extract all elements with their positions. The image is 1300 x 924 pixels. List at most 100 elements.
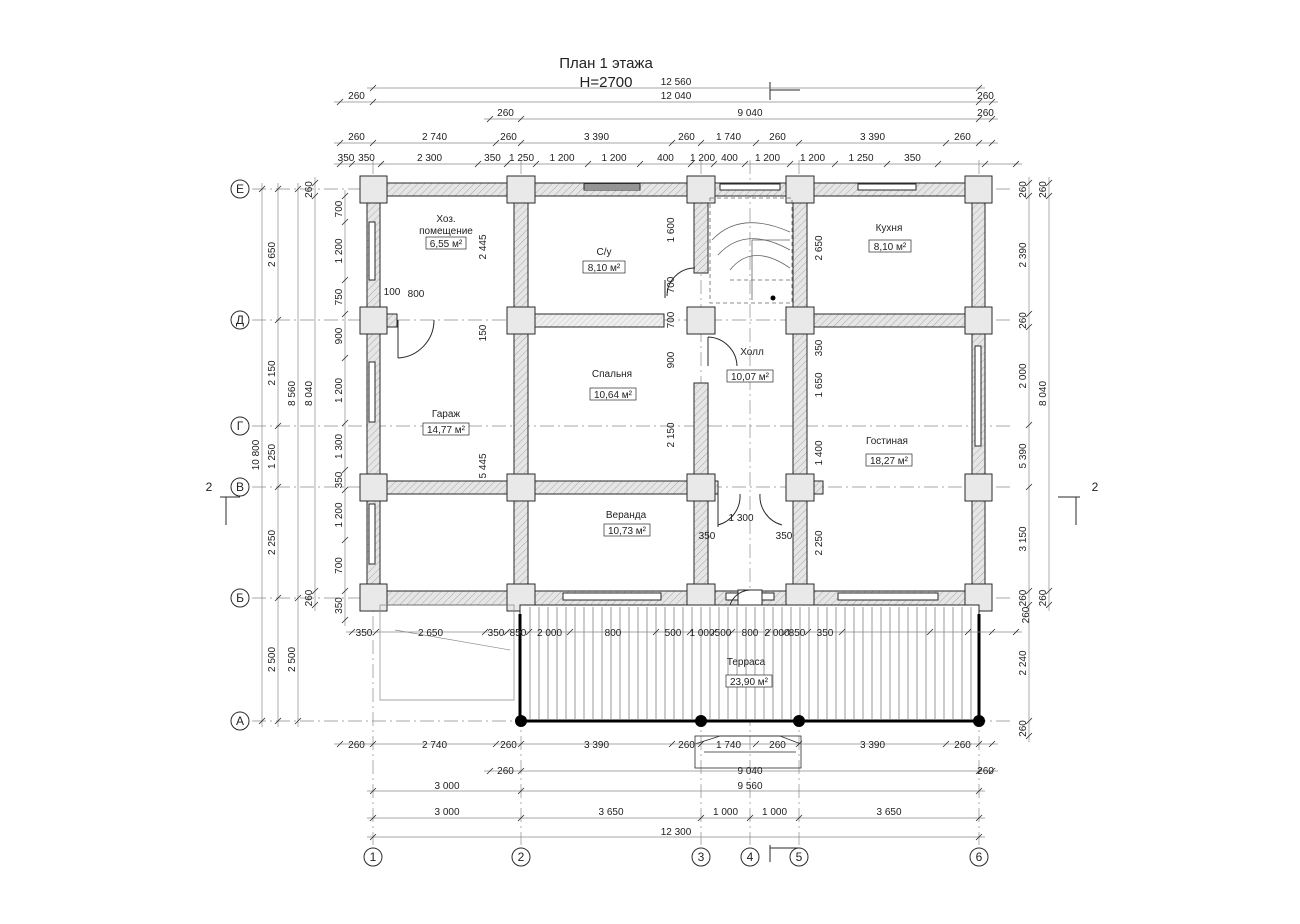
left-row4-dim-0: 260 [304,181,315,198]
left-row2-dim-0: 2 650 [267,242,278,267]
top-row4-dim-0: 260 [348,132,365,143]
inner-dim-11: 1 400 [814,440,825,465]
left-row2-dim-3: 2 250 [267,530,278,555]
top-row1-dim-0: 12 560 [661,77,692,88]
top-row2-dim-0: 260 [348,91,365,102]
room-area-utility: 6,55 м² [430,239,463,250]
right-row1-dim-4: 5 390 [1018,443,1029,468]
bottom-row1-dim-0: 260 [348,740,365,751]
top-row4-dim-3: 3 390 [584,132,609,143]
bottom-row4-dim-1: 3 650 [598,807,623,818]
inner-dim-15: 1 300 [728,513,753,524]
inner-dim-18: 260 [1021,606,1032,623]
section-mark-right: 2 [1092,480,1099,494]
right-row1-dim-1: 2 390 [1018,242,1029,267]
axis-label-G: Г [237,419,244,433]
inner-dim-9: 350 [814,339,825,356]
terrace-row-dim-2: 350 [488,628,505,639]
top-row5-dim-9: 400 [721,153,738,164]
left-row5-dim-5: 1 300 [334,434,345,459]
room-area-terrace: 23,90 м² [730,677,769,688]
terrace-row-dim-7: 1 000 [689,628,714,639]
terrace-row-dim-6: 500 [665,628,682,639]
left-row5-dim-8: 700 [334,557,345,574]
staircase [709,197,793,304]
top-row3-dim-1: 9 040 [737,108,762,119]
axis-label-E: Е [236,182,244,196]
axis-label-6: 6 [976,850,983,864]
inner-dim-7: 2 150 [666,422,677,447]
terrace-row-dim-5: 800 [605,628,622,639]
top-row5-dim-8: 1 200 [690,153,715,164]
top-row4-dim-4: 260 [678,132,695,143]
plan-height: H=2700 [580,74,633,91]
right-row1-dim-6: 260 [1018,589,1029,606]
room-area-bathroom: 8,10 м² [588,263,621,274]
top-row5-dim-1: 350 [358,153,375,164]
axis-bubble-2: 2 [511,847,531,867]
bottom-row3-dim-1: 9 560 [737,781,762,792]
top-row4-dim-1: 2 740 [422,132,447,143]
room-name-utility: Хоз. [436,214,455,225]
axis-label-A: А [236,714,244,728]
axis-bubble-B: Б [230,588,250,608]
axis-label-B: Б [236,591,244,605]
section-mark-left: 2 [206,480,213,494]
top-row4-dim-7: 3 390 [860,132,885,143]
top-row2-dim-1: 12 040 [661,91,692,102]
left-row5-dim-2: 750 [334,288,345,305]
bottom-row4-dim-2: 1 000 [713,807,738,818]
axis-bubble-5: 5 [789,847,809,867]
room-name-living: Гостиная [866,436,908,447]
top-row5-dim-11: 1 200 [800,153,825,164]
bottom-row3-dim-0: 3 000 [434,781,459,792]
top-row2-dim-2: 260 [977,91,994,102]
bottom-row1-dim-3: 3 390 [584,740,609,751]
right-row2-dim-2: 260 [1038,589,1049,606]
inner-dim-0: 2 445 [478,234,489,259]
left-row5-dim-4: 1 200 [334,378,345,403]
terrace-row-dim-0: 350 [356,628,373,639]
room-name-hall: Холл [740,347,764,358]
top-row5-dim-13: 350 [904,153,921,164]
bottom-row1-dim-7: 3 390 [860,740,885,751]
top-row5-dim-4: 1 250 [509,153,534,164]
room-area-garage: 14,77 м² [427,425,466,436]
axis-bubble-E: Е [230,179,250,199]
top-row5-dim-7: 400 [657,153,674,164]
bottom-row2-dim-2: 260 [977,766,994,777]
room-name-utility-2: помещение [419,226,473,237]
inner-dim-10: 1 650 [814,372,825,397]
inner-dim-12: 2 250 [814,530,825,555]
bottom-row5-dim-0: 12 300 [661,827,692,838]
top-row5-dim-3: 350 [484,153,501,164]
terrace-row-dim-3: 850 [510,628,527,639]
left-row5-dim-1: 1 200 [334,238,345,263]
axis-label-4: 4 [747,850,754,864]
left-row2-dim-2: 1 250 [267,444,278,469]
right-row2-dim-1: 8 040 [1038,381,1049,406]
top-row5-dim-5: 1 200 [549,153,574,164]
axis-label-5: 5 [796,850,803,864]
room-name-garage: Гараж [432,409,461,420]
bottom-row4-dim-3: 1 000 [762,807,787,818]
inner-dim-14: 800 [408,289,425,300]
left-row5-dim-7: 1 200 [334,502,345,527]
right-row1-dim-0: 260 [1018,181,1029,198]
left-row5-dim-0: 700 [334,200,345,217]
top-row5-dim-10: 1 200 [755,153,780,164]
left-outer-dim-0: 10 800 [251,439,262,470]
inner-dim-16: 350 [699,531,716,542]
axis-bubble-3: 3 [691,847,711,867]
bottom-row2-dim-0: 260 [497,766,514,777]
bottom-row1-dim-4: 260 [678,740,695,751]
right-row1-dim-8: 260 [1018,720,1029,737]
axis-bubble-6: 6 [969,847,989,867]
axis-bubble-A: А [230,711,250,731]
axis-label-2: 2 [518,850,525,864]
room-name-kitchen: Кухня [876,223,903,234]
top-row4-dim-8: 260 [954,132,971,143]
top-row4-dim-6: 260 [769,132,786,143]
